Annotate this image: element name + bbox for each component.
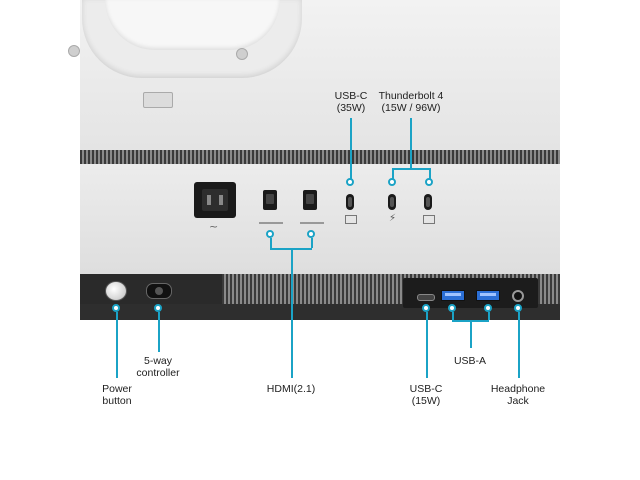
hdmi-label: HDMI(2.1) (266, 383, 316, 395)
callout-line (392, 168, 394, 180)
callout-line (470, 320, 472, 348)
screw-hole (68, 45, 80, 57)
callout-dot (346, 178, 354, 186)
callout-dot (484, 304, 492, 312)
usb-c-port-icon (424, 194, 432, 210)
callout-line (350, 118, 352, 180)
hdmi-port-icon (263, 190, 277, 210)
callout-line (488, 312, 490, 320)
five-way-label: 5-way controller (136, 355, 180, 379)
stand-latch (143, 92, 173, 108)
power-button-label: Power button (102, 383, 132, 407)
headphone-label: Headphone Jack (490, 383, 546, 407)
callout-dot (307, 230, 315, 238)
usb-c-port-icon (346, 194, 354, 210)
callout-dot (112, 304, 120, 312)
usb-a-port-icon (441, 290, 465, 301)
ac-symbol-icon: ~ (209, 220, 219, 233)
screw-hole (236, 48, 248, 60)
callout-line (158, 312, 160, 352)
callout-dot (514, 304, 522, 312)
usb-a-port-icon (476, 290, 500, 301)
rear-panel (80, 164, 560, 274)
callout-dot (154, 304, 162, 312)
callout-line (518, 312, 520, 378)
callout-line (392, 168, 430, 170)
hdmi-marking (259, 222, 283, 224)
usb-c-port-icon (388, 194, 396, 210)
usb-c-port-icon (417, 294, 435, 301)
headphone-jack-icon (512, 290, 524, 302)
callout-line (291, 248, 293, 378)
usb-c-bottom-label: USB-C (15W) (409, 383, 443, 407)
thunderbolt-label: Thunderbolt 4 (15W / 96W) (378, 90, 444, 114)
usb-c-top-label: USB-C (35W) (334, 90, 368, 114)
usb-a-label: USB-A (453, 355, 487, 367)
display-symbol-icon (345, 215, 357, 224)
power-socket-icon (194, 182, 236, 218)
callout-line (426, 312, 428, 378)
callout-line (410, 118, 412, 168)
top-vent (80, 150, 560, 164)
callout-line (116, 312, 118, 378)
callout-line (452, 312, 454, 320)
callout-line (311, 238, 313, 248)
callout-line (270, 238, 272, 248)
power-button-icon (105, 281, 127, 301)
joystick-icon (146, 283, 172, 299)
hdmi-marking (300, 222, 324, 224)
thunderbolt-symbol-icon: ⚡ (389, 213, 397, 224)
callout-dot (388, 178, 396, 186)
bottom-lip (80, 304, 560, 320)
display-symbol-icon (423, 215, 435, 224)
callout-dot (422, 304, 430, 312)
callout-dot (425, 178, 433, 186)
callout-dot (266, 230, 274, 238)
callout-dot (448, 304, 456, 312)
callout-line (429, 168, 431, 180)
hdmi-port-icon (303, 190, 317, 210)
stand-mount-inner (105, 0, 280, 50)
